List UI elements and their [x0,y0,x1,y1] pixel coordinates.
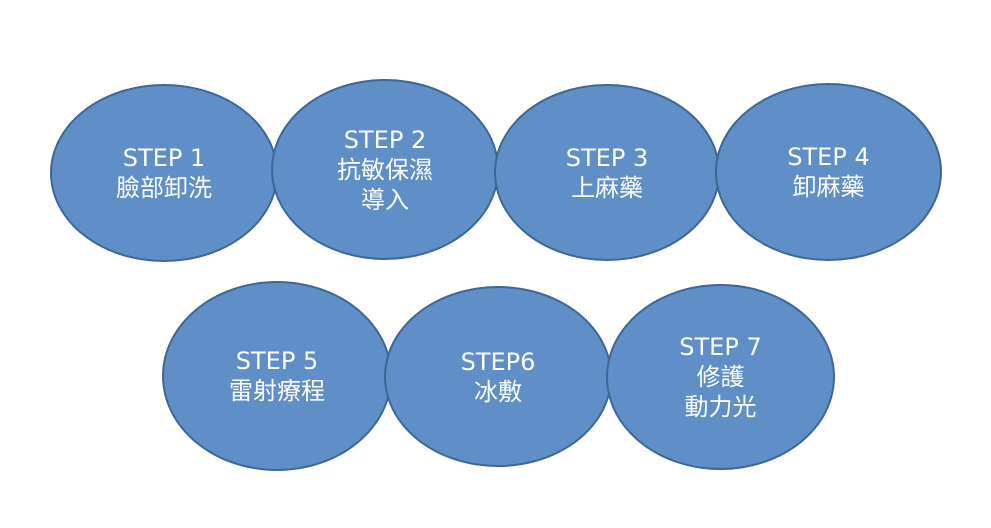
step-6-description: 冰敷 [474,377,522,406]
step-3-label: STEP 3 [565,143,649,172]
step-7-node: STEP 7 修護 動力光 [606,284,835,470]
step-4-description: 卸麻藥 [792,173,865,201]
step-3-description: 上麻藥 [571,173,643,202]
step-4-node: STEP 4 卸麻藥 [715,83,942,261]
step-1-label: STEP 1 [122,144,206,172]
step-1-description: 臉部卸洗 [116,174,212,202]
step-7-description-line-2: 動力光 [684,393,757,421]
step-2-description-line-2: 導入 [361,185,409,214]
step-4-label: STEP 4 [787,143,870,171]
step-7-label: STEP 7 [679,333,762,361]
step-7-description-line-1: 修護 [696,363,745,391]
step-6-node: STEP6 冰敷 [384,286,612,467]
step-2-node: STEP 2 抗敏保濕 導入 [271,79,499,260]
step-3-node: STEP 3 上麻藥 [494,84,720,261]
step-2-label: STEP 2 [343,125,427,154]
step-6-label: STEP6 [460,347,536,376]
step-2-description-line-1: 抗敏保濕 [337,155,433,184]
step-5-label: STEP 5 [235,347,319,375]
step-5-description: 雷射療程 [229,377,325,405]
step-5-node: STEP 5 雷射療程 [162,281,392,471]
step-1-node: STEP 1 臉部卸洗 [50,84,278,262]
